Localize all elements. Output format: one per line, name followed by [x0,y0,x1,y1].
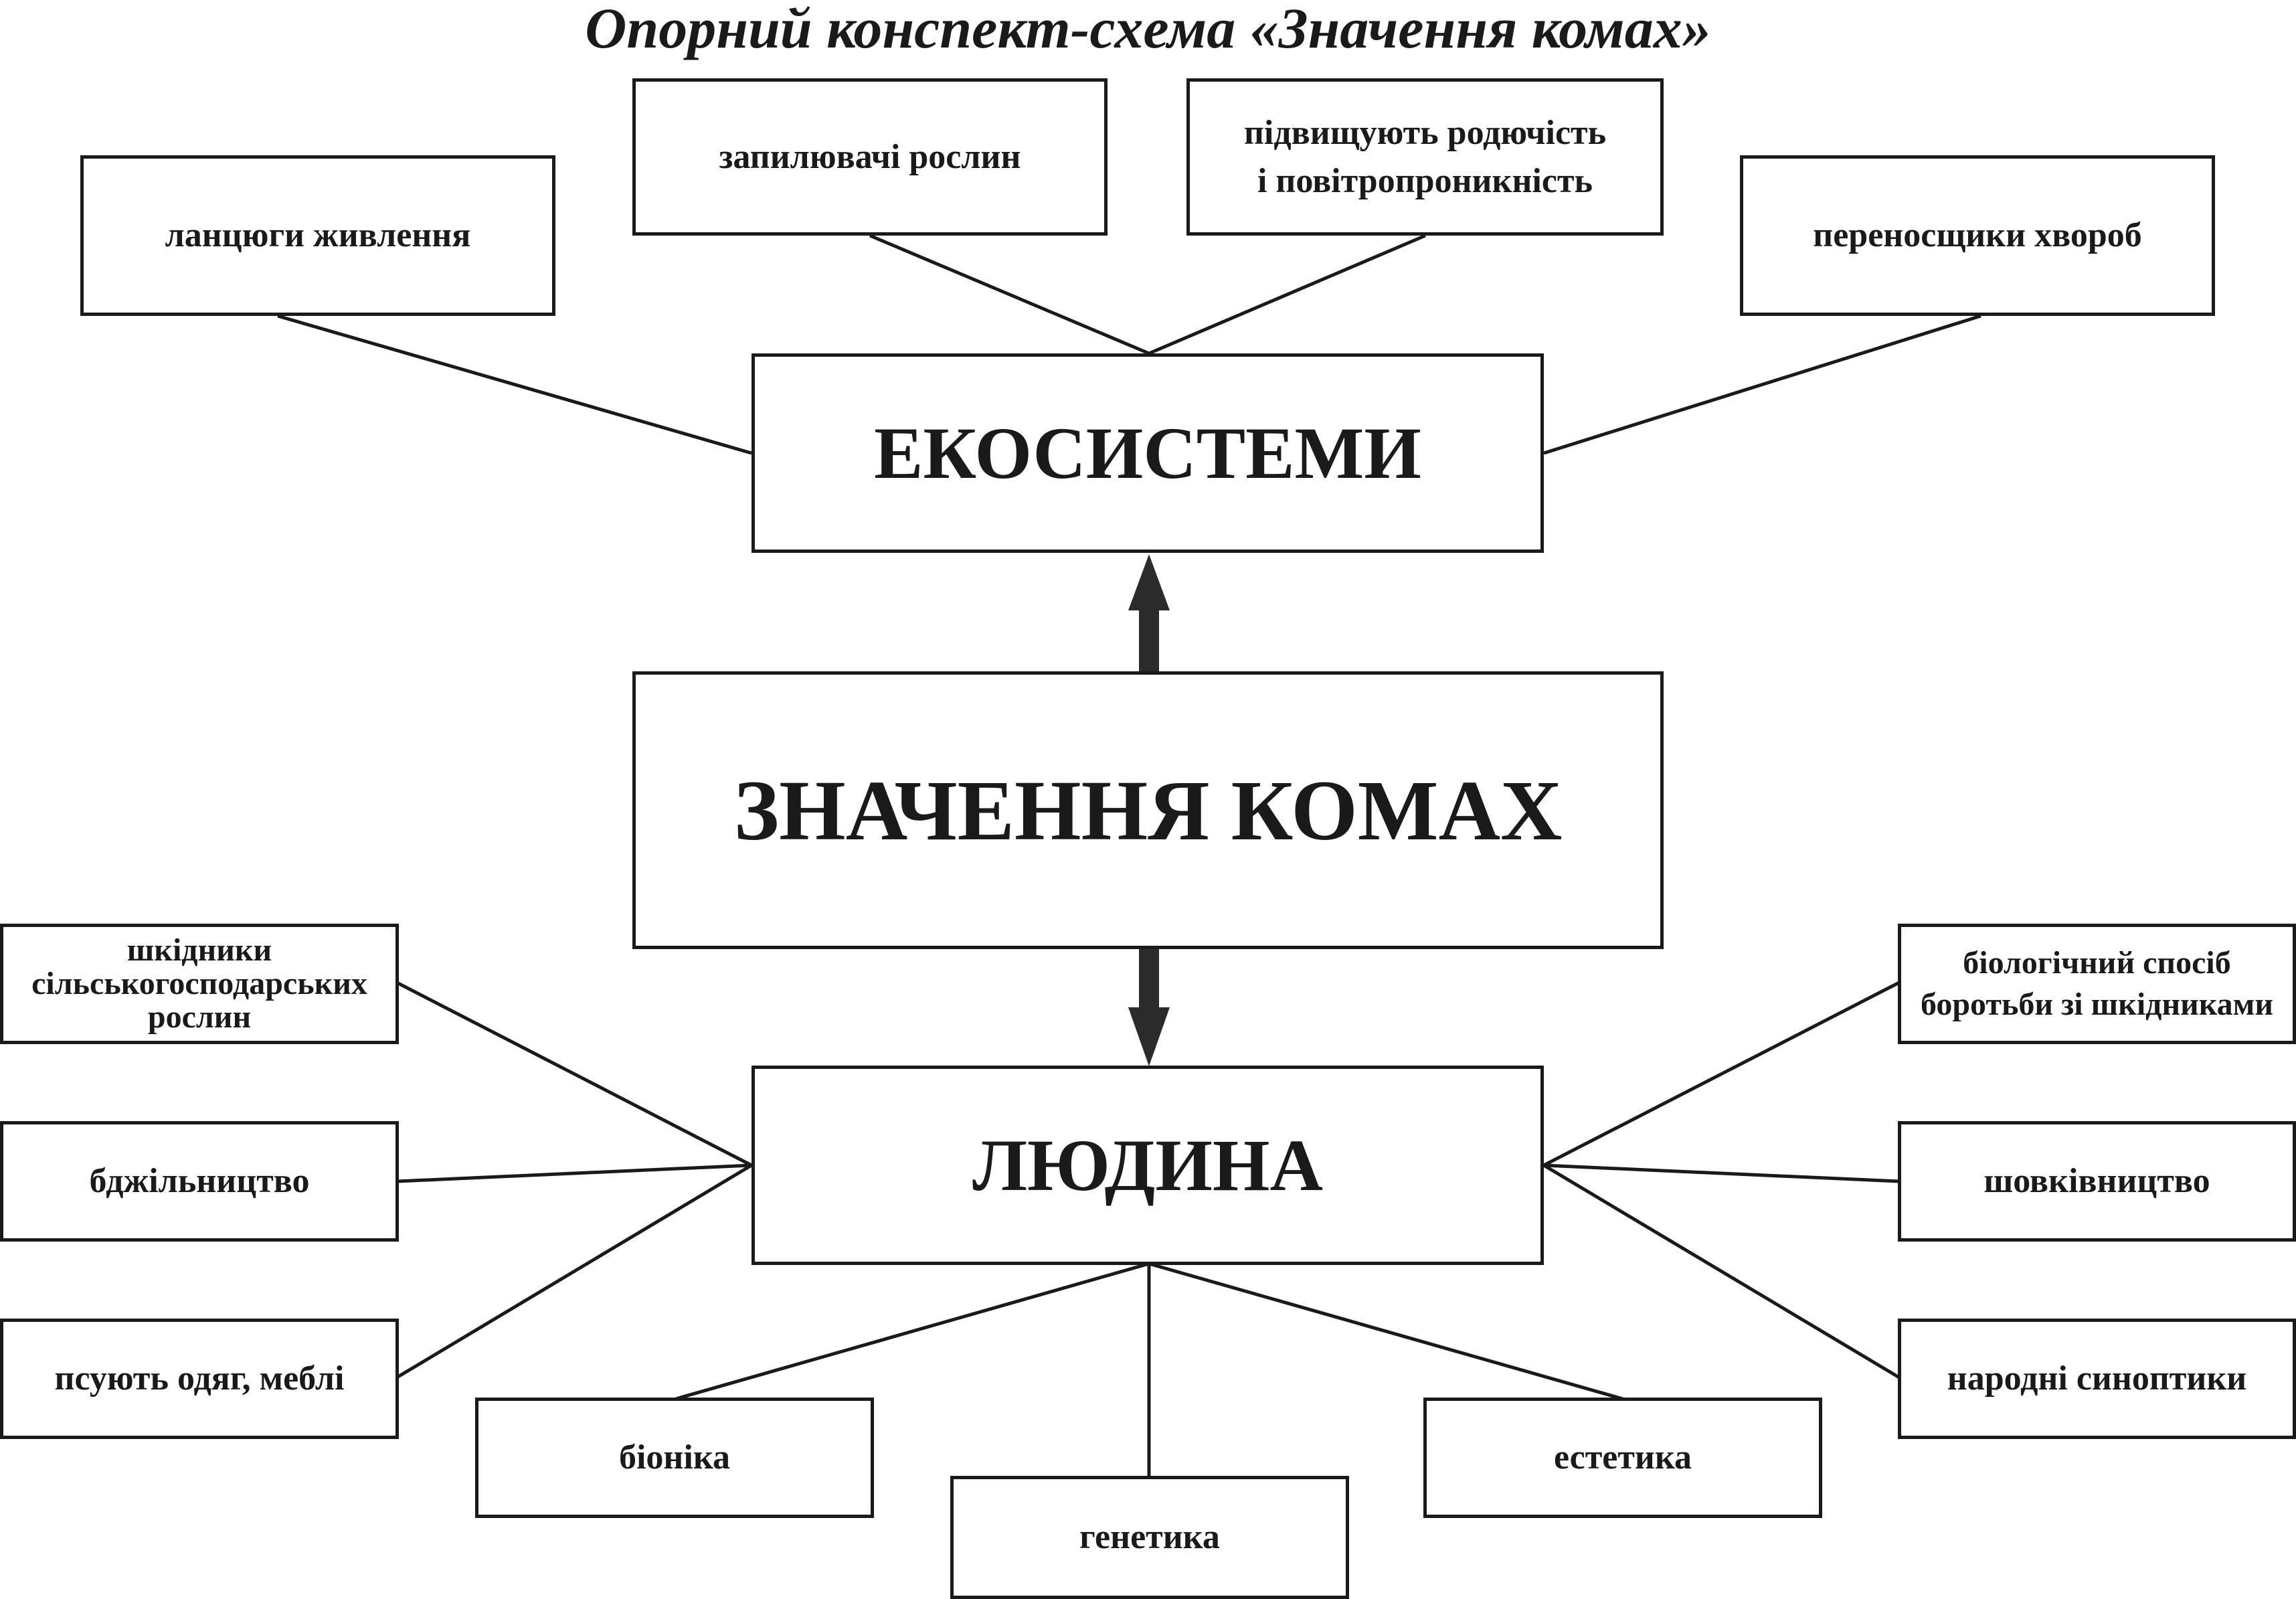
node-damage: псують одяг, меблі [0,1319,399,1439]
node-label: рослин [147,999,252,1035]
node-genetics: генетика [950,1476,1349,1599]
node-label: бджільництво [89,1162,310,1200]
connector-biocontrol [1542,981,1901,1167]
arrow-down-head [1128,1007,1170,1066]
node-beekeeping: бджільництво [0,1121,399,1242]
node-bionics: біоніка [475,1398,874,1518]
node-label: шовківництво [1983,1162,2210,1200]
hub-human: ЛЮДИНА [752,1066,1544,1265]
connector-damage [395,1163,753,1379]
node-label: біоніка [618,1438,731,1477]
connector-disease-carriers [1543,314,1981,455]
node-label: сільськогосподарських [31,966,367,1001]
node-biocontrol: біологічний спосіб боротьби зі шкідникам… [1898,924,2296,1044]
node-label: генетика [1079,1518,1220,1556]
node-aesthetics: естетика [1423,1398,1822,1518]
connector-pollinators [869,234,1150,355]
connector-weather [1542,1163,1901,1379]
node-sericulture: шовківництво [1898,1121,2296,1242]
node-label: переносщики хвороб [1813,216,2142,254]
node-pollinators: запилювачі рослин [632,78,1108,236]
node-pests: шкідники сільськогосподарських рослин [0,924,399,1044]
hub-ecosystems: ЕКОСИСТЕМИ [752,353,1544,553]
connector-beekeeping [396,1163,752,1183]
node-food-chains: ланцюги живлення [80,155,555,316]
connector-soil-fertility [1148,234,1426,355]
node-weather: народні синоптики [1898,1319,2296,1439]
node-label: псують одяг, меблі [54,1359,345,1398]
node-soil-fertility: підвищують родючість і повітропроникніст… [1186,78,1664,236]
node-label: ланцюги живлення [165,216,471,254]
node-label: естетика [1553,1438,1692,1477]
arrow-up-shaft [1139,602,1159,673]
connector-aesthetics [1148,1262,1623,1401]
central-topic: ЗНАЧЕННЯ КОМАХ [632,671,1664,949]
node-label: боротьби зі шкідниками [1920,987,2274,1022]
arrow-down-shaft [1139,948,1159,1015]
node-label: і повітропроникність [1257,161,1593,200]
central-label: ЗНАЧЕННЯ КОМАХ [733,762,1563,858]
hub-label: ЕКОСИСТЕМИ [874,412,1421,494]
node-disease-carriers: переносщики хвороб [1740,155,2215,316]
connector-bionics [675,1262,1150,1401]
node-label: народні синоптики [1947,1359,2247,1398]
node-label: біологічний спосіб [1963,945,2231,981]
arrow-up-head [1128,554,1170,610]
connector-sericulture [1543,1163,1900,1183]
connector-pests [395,981,753,1167]
connector-food-chains [277,314,752,455]
node-label: шкідники [126,932,272,968]
node-label: підвищують родючість [1243,113,1607,152]
hub-label: ЛЮДИНА [972,1124,1323,1206]
diagram-title: Опорний конспект-схема «Значення комах» [585,0,1711,60]
node-label: запилювачі рослин [719,137,1021,176]
